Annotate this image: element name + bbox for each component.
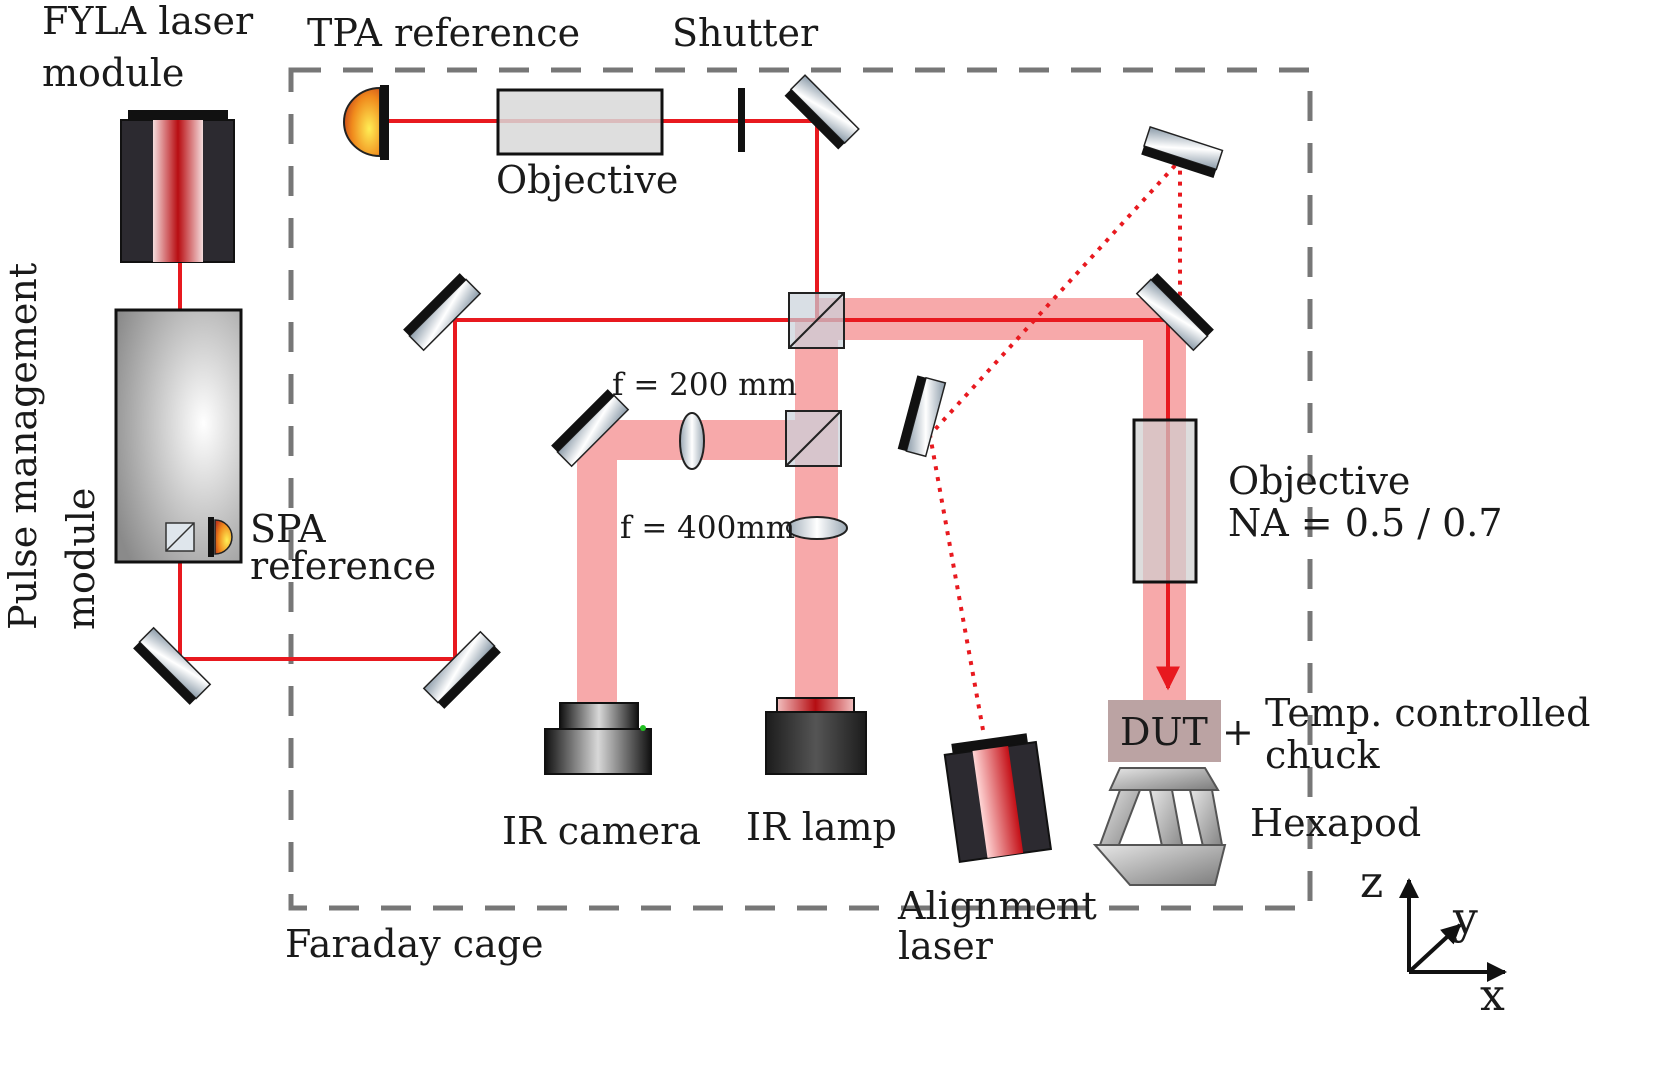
label-pulse-line1: Pulse management	[1, 262, 45, 630]
label-fyla-line2: module	[42, 51, 185, 95]
label-alignment-line2: laser	[898, 924, 993, 968]
label-axis-x: x	[1480, 970, 1505, 1021]
label-faraday-cage: Faraday cage	[285, 922, 544, 966]
tpa-objective	[496, 88, 664, 156]
alignment-beam-dotted	[927, 154, 1182, 731]
right-objective	[1132, 418, 1198, 584]
ir-lamp-icon	[765, 697, 867, 775]
imaging-beams	[577, 298, 1186, 705]
mirror-alignment-mid	[897, 375, 947, 458]
mirror-left-top	[403, 273, 482, 352]
hexapod-icon	[1092, 767, 1227, 886]
dut-box	[1108, 700, 1221, 762]
spa-detector-icon	[208, 517, 233, 557]
label-dut: DUT	[1120, 710, 1208, 754]
label-pulse-line2: module	[59, 487, 103, 630]
label-ir-lamp: IR lamp	[746, 805, 897, 849]
mirror-bottom-center	[422, 630, 501, 709]
axis-y-arrow	[1407, 923, 1462, 974]
mirror-right-corner	[1135, 273, 1214, 352]
wide-beam-camera-vertical	[577, 420, 617, 705]
ir-camera-icon	[544, 702, 652, 775]
label-objective-right-line1: Objective	[1228, 459, 1411, 503]
shutter-blade	[738, 88, 745, 152]
label-hexapod: Hexapod	[1250, 801, 1422, 845]
label-chuck-line1: Temp. controlled	[1265, 691, 1591, 735]
tpa-detector-icon	[343, 85, 389, 160]
wide-beam-center-vertical	[795, 320, 838, 700]
fyla-laser-module	[120, 110, 235, 263]
label-spa-line1: SPA	[250, 507, 326, 551]
beamsplitter-main	[788, 292, 845, 349]
label-alignment-line1: Alignment	[898, 884, 1097, 928]
label-objective-right-line2: NA = 0.5 / 0.7	[1228, 501, 1503, 545]
mirror-alignment-top	[1141, 125, 1224, 179]
label-objective-top: Objective	[496, 158, 679, 202]
label-fyla-line1: FYLA laser	[42, 0, 254, 43]
alignment-laser-icon	[943, 733, 1053, 863]
lens-f200	[679, 412, 705, 470]
label-shutter: Shutter	[672, 11, 819, 55]
lens-f400	[786, 516, 848, 540]
spa-beamsplitter	[165, 522, 195, 552]
label-tpa-reference: TPA reference	[307, 11, 581, 55]
mirror-bottom-left	[133, 626, 212, 705]
label-axis-y: y	[1453, 893, 1478, 944]
faraday-cage-outline	[288, 67, 1313, 911]
laser-beam-path	[178, 119, 1180, 691]
label-lens-f400: f = 400mm	[620, 510, 796, 546]
label-lens-f200: f = 200 mm	[612, 367, 797, 403]
mirror-shutter-corner	[784, 74, 860, 150]
mirror-camera-corner	[551, 389, 630, 468]
label-chuck-line2: chuck	[1265, 733, 1380, 777]
label-ir-camera: IR camera	[502, 809, 701, 853]
axis-triad	[1399, 878, 1507, 982]
label-axis-z: z	[1360, 857, 1384, 908]
label-plus: +	[1222, 710, 1254, 754]
label-spa-line2: reference	[250, 544, 437, 588]
beamsplitter-camera	[785, 410, 842, 467]
